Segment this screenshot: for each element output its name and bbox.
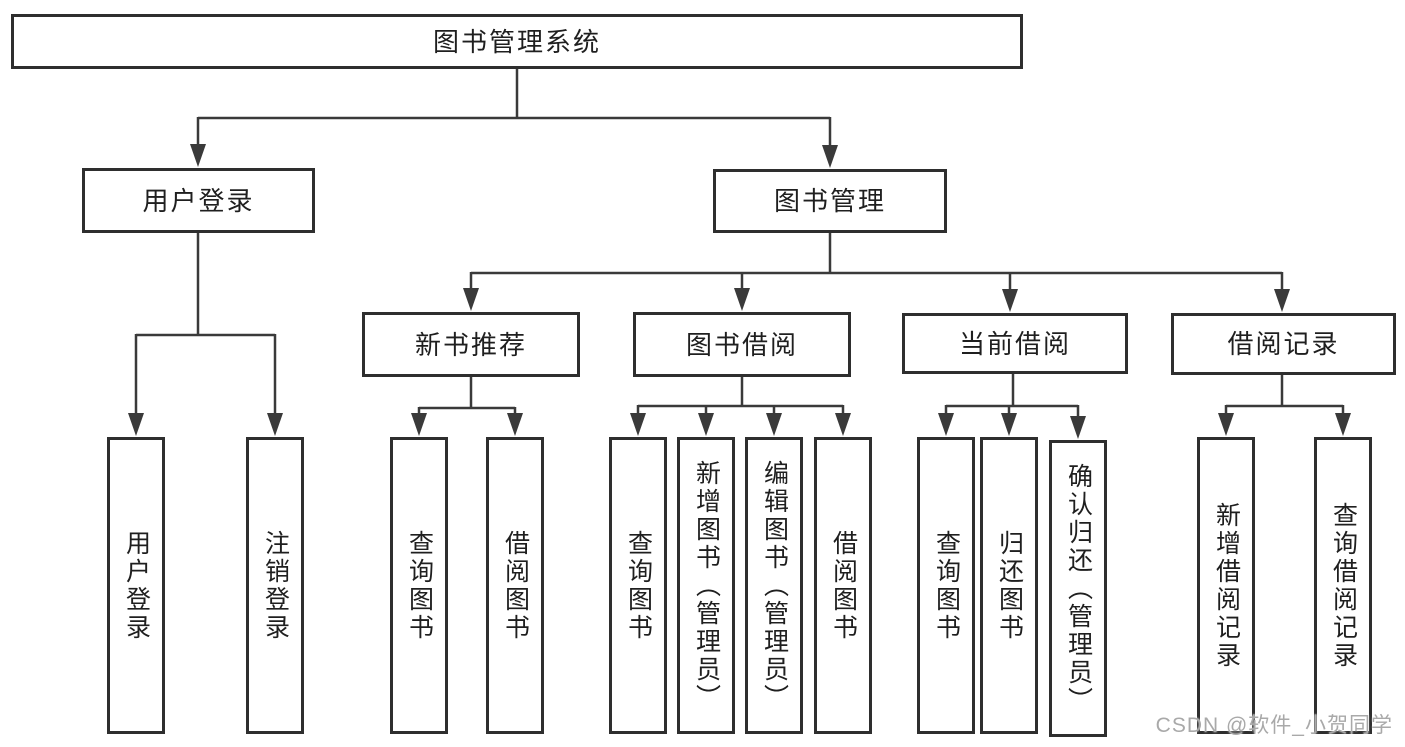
- arrow-icon: [1070, 416, 1086, 439]
- arrow-icon: [1002, 289, 1018, 312]
- node-current-borrow: 当前借阅: [902, 313, 1128, 374]
- node-user-login: 用户登录: [82, 168, 315, 233]
- arrow-icon: [411, 413, 427, 436]
- connector-new-book: [417, 377, 517, 416]
- connector-current-borrow: [944, 374, 1080, 419]
- node-book-borrow-label: 图书借阅: [685, 329, 798, 360]
- arrow-icon: [698, 413, 714, 436]
- leaf-add-books-admin: 新增图书（管理员）: [677, 437, 735, 734]
- leaf-label: 借阅图书: [501, 529, 530, 642]
- leaf-label: 查询借阅记录: [1329, 501, 1358, 670]
- node-book-management: 图书管理: [713, 169, 947, 233]
- arrow-icon: [630, 413, 646, 436]
- node-borrow-records-label: 借阅记录: [1227, 329, 1340, 359]
- node-book-borrow: 图书借阅: [633, 312, 851, 377]
- leaf-label: 确认归还（管理员）: [1064, 462, 1093, 715]
- leaf-label: 查询图书: [405, 529, 434, 642]
- leaf-logout: 注销登录: [246, 437, 304, 734]
- leaf-query-books-current: 查询图书: [917, 437, 975, 734]
- arrow-icon: [1274, 289, 1290, 312]
- leaf-label: 查询图书: [624, 529, 653, 642]
- arrowheads: [128, 144, 1351, 439]
- arrow-icon: [1001, 413, 1017, 436]
- leaf-borrow-books-recommend: 借阅图书: [486, 437, 544, 734]
- node-user-login-label: 用户登录: [142, 185, 255, 216]
- leaf-query-borrow-record: 查询借阅记录: [1314, 437, 1372, 734]
- arrow-icon: [1335, 413, 1351, 436]
- arrow-icon: [128, 413, 144, 436]
- leaf-label: 查询图书: [932, 529, 961, 642]
- leaf-label: 归还图书: [995, 529, 1024, 642]
- connector-root: [196, 69, 832, 148]
- arrow-icon: [938, 413, 954, 436]
- arrow-icon: [766, 413, 782, 436]
- node-book-management-label: 图书管理: [773, 186, 886, 216]
- arrow-icon: [267, 413, 283, 436]
- leaf-query-books-recommend: 查询图书: [390, 437, 448, 734]
- leaf-label: 新增借阅记录: [1212, 501, 1241, 670]
- leaf-user-login-label: 用户登录: [122, 529, 151, 642]
- leaf-confirm-return-admin: 确认归还（管理员）: [1049, 440, 1107, 737]
- leaf-borrow-books: 借阅图书: [814, 437, 872, 734]
- arrow-icon: [835, 413, 851, 436]
- arrow-icon: [463, 288, 479, 311]
- node-borrow-records: 借阅记录: [1171, 313, 1396, 375]
- arrow-icon: [822, 145, 838, 168]
- leaf-label: 编辑图书（管理员）: [760, 459, 789, 712]
- node-root-label: 图书管理系统: [432, 26, 601, 57]
- leaf-user-login: 用户登录: [107, 437, 165, 734]
- node-new-book-recommend-label: 新书推荐: [414, 329, 527, 360]
- node-root: 图书管理系统: [11, 14, 1023, 69]
- arrow-icon: [1218, 413, 1234, 436]
- leaf-label: 新增图书（管理员）: [692, 459, 721, 712]
- connector-book-management: [469, 233, 1284, 292]
- connector-borrow-records: [1224, 375, 1345, 416]
- node-current-borrow-label: 当前借阅: [958, 328, 1071, 359]
- leaf-edit-books-admin: 编辑图书（管理员）: [745, 437, 803, 734]
- leaf-label: 借阅图书: [829, 529, 858, 642]
- watermark: CSDN @软件_小贺同学: [1155, 714, 1393, 737]
- arrow-icon: [734, 288, 750, 311]
- leaf-add-borrow-record: 新增借阅记录: [1197, 437, 1255, 734]
- leaf-query-books-borrow: 查询图书: [609, 437, 667, 734]
- leaf-logout-label: 注销登录: [261, 529, 290, 642]
- arrow-icon: [190, 144, 206, 167]
- connector-user-login: [134, 233, 277, 416]
- arrow-icon: [507, 413, 523, 436]
- node-new-book-recommend: 新书推荐: [362, 312, 580, 377]
- leaf-return-books: 归还图书: [980, 437, 1038, 734]
- connector-book-borrow: [636, 377, 845, 416]
